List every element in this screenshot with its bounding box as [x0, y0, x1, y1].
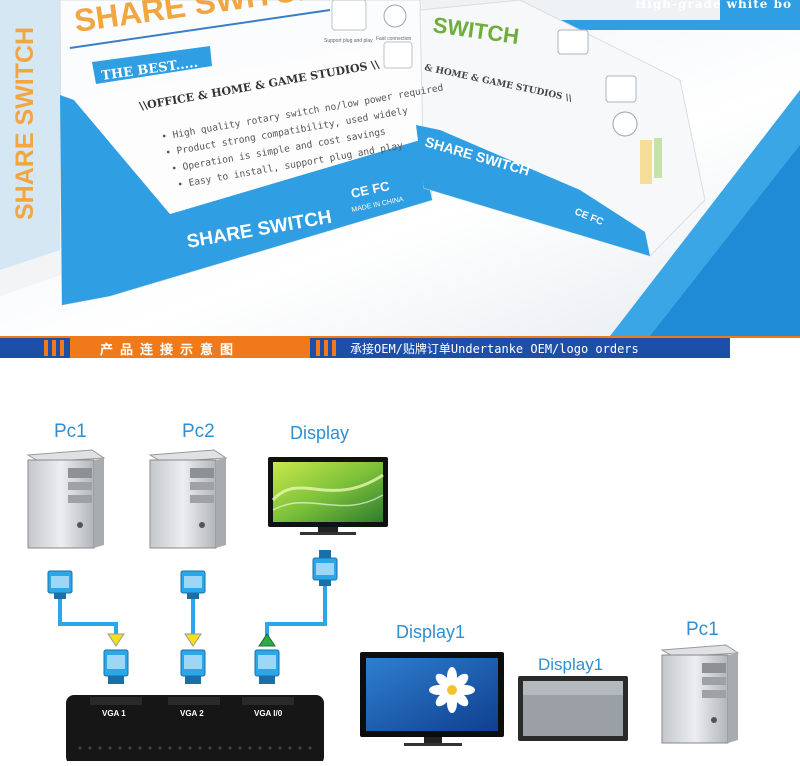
left-box-side — [0, 0, 75, 296]
input-arrow-vga2-icon — [184, 633, 202, 647]
plug-play-icon — [331, 0, 367, 31]
icon-caption-2: Fast connection — [376, 36, 412, 42]
section-title: 产品连接示意图 — [100, 343, 241, 358]
port-label-vga-io: VGA I/0 — [254, 709, 283, 718]
label-display1-large: Display1 — [396, 622, 466, 642]
label-pc1-right: Pc1 — [686, 619, 719, 640]
product-photo: SHARE SWITCH SHARE SWITCH THE BEST..... … — [0, 0, 800, 336]
right-box-blue-stripe — [416, 125, 650, 256]
vga-connector-pc1 — [47, 570, 73, 599]
vga-connector-switch-2 — [180, 649, 206, 684]
speed-icon-right — [612, 111, 638, 137]
connection-diagram: Pc1 Pc2 Display Display1 Display1 Pc1 VG… — [0, 358, 800, 765]
section-bar — [0, 336, 800, 358]
plug-play-icon-right — [557, 29, 589, 55]
vga-switch-box — [66, 695, 324, 765]
fast-connection-icon — [605, 75, 637, 103]
display1-large-monitor — [360, 652, 504, 746]
pc1-right-tower — [660, 644, 740, 744]
speed-icon — [383, 4, 407, 28]
display1-small-monitor — [518, 676, 628, 741]
label-display1-small: Display1 — [538, 655, 604, 674]
section-subtitle: 承接OEM/贴牌订单Undertanke OEM/logo orders — [350, 342, 639, 356]
pc2-tower — [148, 449, 228, 549]
left-box-blue-stripe — [60, 95, 432, 305]
vga-connector-switch-1 — [103, 649, 129, 684]
product-box-illustration: SHARE SWITCH SHARE SWITCH THE BEST..... … — [0, 0, 800, 336]
vga-connector-switch-out — [254, 649, 280, 684]
input-arrow-vga1-icon — [107, 633, 125, 647]
label-pc2: Pc2 — [182, 421, 215, 442]
no-power-icon — [383, 41, 413, 69]
icon-caption-1: Support plug and play — [324, 38, 373, 44]
vga-connector-display — [312, 550, 338, 586]
port-label-vga1: VGA 1 — [102, 709, 126, 718]
port-label-vga2: VGA 2 — [180, 709, 204, 718]
vga-connector-pc2 — [180, 570, 206, 599]
label-display: Display — [290, 423, 350, 443]
display-monitor — [268, 457, 388, 535]
brand-side: SHARE SWITCH — [11, 27, 39, 220]
vga-cables — [58, 585, 327, 640]
banner-text: High-grade white bo — [634, 0, 792, 11]
pc1-tower — [26, 449, 106, 549]
tagline-bar — [92, 46, 212, 84]
output-arrow-display-icon — [258, 633, 276, 647]
label-pc1: Pc1 — [54, 421, 87, 442]
